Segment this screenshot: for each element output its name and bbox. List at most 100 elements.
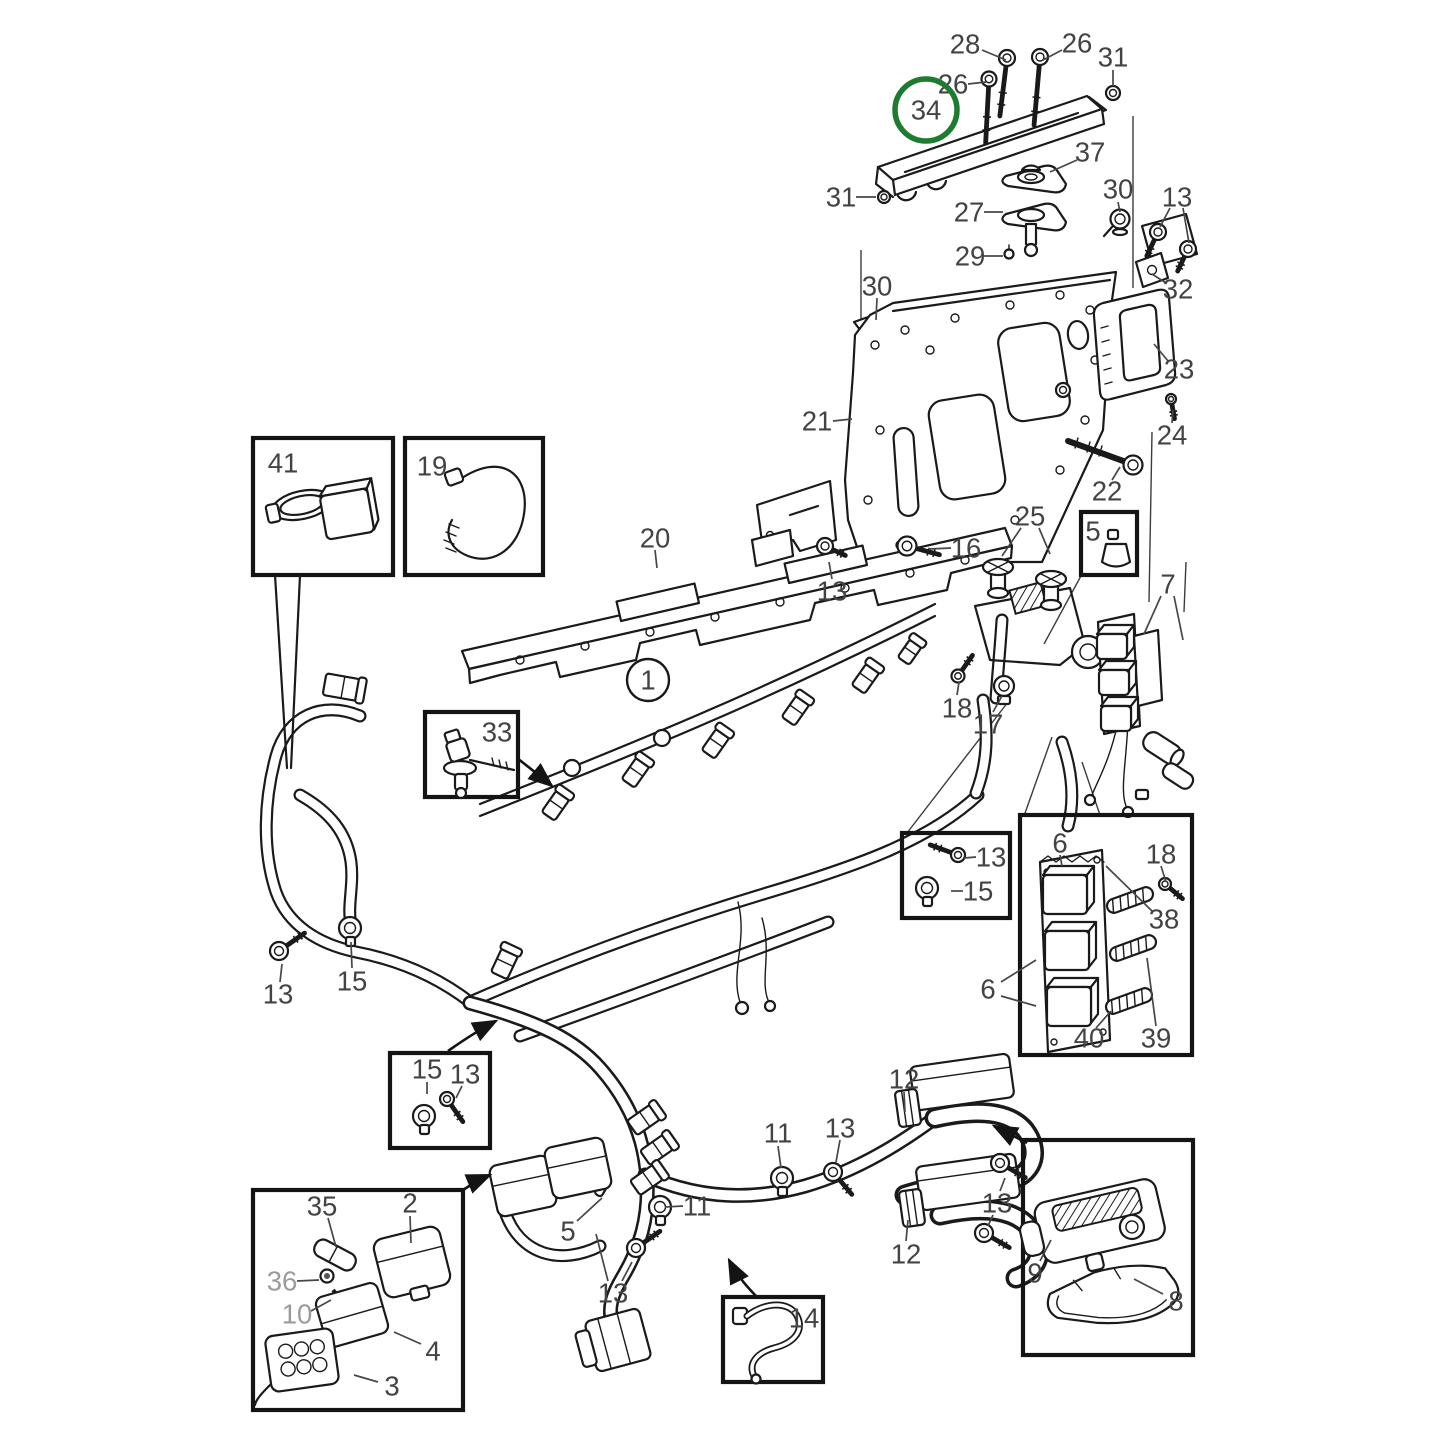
leader-line <box>327 1217 337 1248</box>
inset-box-14 <box>720 1294 826 1385</box>
leader-line <box>1146 957 1157 1027</box>
plug-29 <box>1003 244 1015 260</box>
callout-label: 10 <box>282 1299 313 1330</box>
callout-arrows <box>447 756 1028 1298</box>
callout-label: 30 <box>862 271 893 302</box>
leader-line <box>1153 343 1169 362</box>
clamp-17 <box>992 674 1016 706</box>
inset-box-41 <box>250 435 396 578</box>
inset-box-33 <box>422 709 521 800</box>
connector-cube <box>1097 659 1138 697</box>
callout-label: 6 <box>980 974 995 1005</box>
leader-line <box>353 1374 379 1383</box>
callout-label: 22 <box>1092 476 1123 507</box>
callout-label: 11 <box>764 1118 793 1149</box>
callout-label: 33 <box>482 717 513 748</box>
callout-label: 6 <box>1052 828 1067 859</box>
callout-label: 19 <box>417 451 448 482</box>
p-clamp <box>411 1103 437 1136</box>
inset-2-35-parts <box>253 1225 452 1407</box>
leader-line <box>1000 995 1037 1007</box>
washer-27 <box>1001 202 1068 258</box>
callout-label: 28 <box>950 29 981 60</box>
leader-line <box>279 963 283 983</box>
washer-37 <box>1001 164 1068 194</box>
connector <box>639 1129 680 1166</box>
callout-label: 13 <box>450 1059 481 1090</box>
leader-line <box>1133 1278 1164 1295</box>
leader-line <box>1000 959 1037 983</box>
leader-line <box>350 941 353 969</box>
callout-label: 13 <box>1162 182 1193 213</box>
leader-line <box>999 1177 1006 1192</box>
p-clamp <box>769 1165 795 1198</box>
screw <box>815 536 848 558</box>
leader-line <box>576 1197 603 1222</box>
mounting-plate-21 <box>750 270 1118 568</box>
leader-line <box>928 547 952 550</box>
leader-line <box>905 1219 909 1242</box>
callout-label: 12 <box>889 1064 920 1095</box>
leader-line <box>1042 49 1063 61</box>
highlight-circle-34 <box>892 76 960 144</box>
terminal-strip <box>1108 934 1158 963</box>
callout-label: 18 <box>1146 839 1177 870</box>
nut-31 <box>876 189 892 205</box>
connector <box>621 750 656 788</box>
callout-label: 4 <box>425 1336 440 1367</box>
callout-label: 20 <box>640 523 671 554</box>
callout-label: 18 <box>942 693 973 724</box>
connector-stack-7 <box>1095 612 1195 790</box>
inset-41-pointer <box>273 573 302 770</box>
valve <box>1034 569 1068 612</box>
screw <box>989 1152 1028 1180</box>
valve <box>981 557 1015 600</box>
callout-label: 30 <box>1103 174 1134 205</box>
terminal-strip <box>1105 886 1155 915</box>
connector <box>781 688 816 726</box>
inset-box-15-13 <box>387 1050 493 1151</box>
leader-line <box>296 1279 320 1282</box>
nut-31 <box>1104 84 1122 102</box>
inset-box-5 <box>1078 509 1140 578</box>
callout-label: 2 <box>402 1188 417 1219</box>
p-clamp <box>914 875 940 908</box>
inset-box-35-2-36-10-4-3 <box>250 1187 466 1413</box>
p-clamp <box>337 915 363 948</box>
leader-line <box>875 297 878 321</box>
inset-box-13-15 <box>899 830 1013 921</box>
screws-and-bolts <box>268 47 1198 1259</box>
leader-line <box>835 1139 841 1163</box>
leader-lines <box>279 49 1190 1383</box>
main-callout-circle <box>625 657 671 703</box>
frame-23 <box>1092 288 1177 401</box>
leader-line <box>967 81 987 85</box>
leader-line <box>1143 595 1162 635</box>
bottom-connector <box>574 1307 652 1373</box>
inset-33-sensor <box>442 728 516 800</box>
callout-label: 8 <box>1168 1286 1183 1317</box>
inset-14-hose <box>731 1301 803 1385</box>
leader-line <box>1059 854 1063 867</box>
screw <box>822 1161 855 1197</box>
inset-6-relay-board <box>1038 848 1158 1054</box>
leader-line <box>409 1215 412 1244</box>
callout-label: 39 <box>1141 1023 1172 1054</box>
inset-box-6-18-38-39-40 <box>1017 812 1195 1058</box>
screw <box>1157 876 1185 902</box>
leader-line <box>1171 409 1174 424</box>
connector <box>541 783 576 821</box>
callout-label: 9 <box>1027 1258 1042 1289</box>
bolt-22 <box>1065 437 1144 476</box>
callout-label: 13 <box>976 842 1007 873</box>
p-clamps <box>337 875 940 1227</box>
callout-label: 31 <box>826 182 857 213</box>
connector <box>851 656 886 694</box>
leader-line <box>621 1261 633 1282</box>
callout-label: 23 <box>1164 354 1195 385</box>
leader-line <box>987 1214 994 1227</box>
callout-label: 5 <box>1085 516 1100 547</box>
callout-label: 37 <box>1075 137 1106 168</box>
